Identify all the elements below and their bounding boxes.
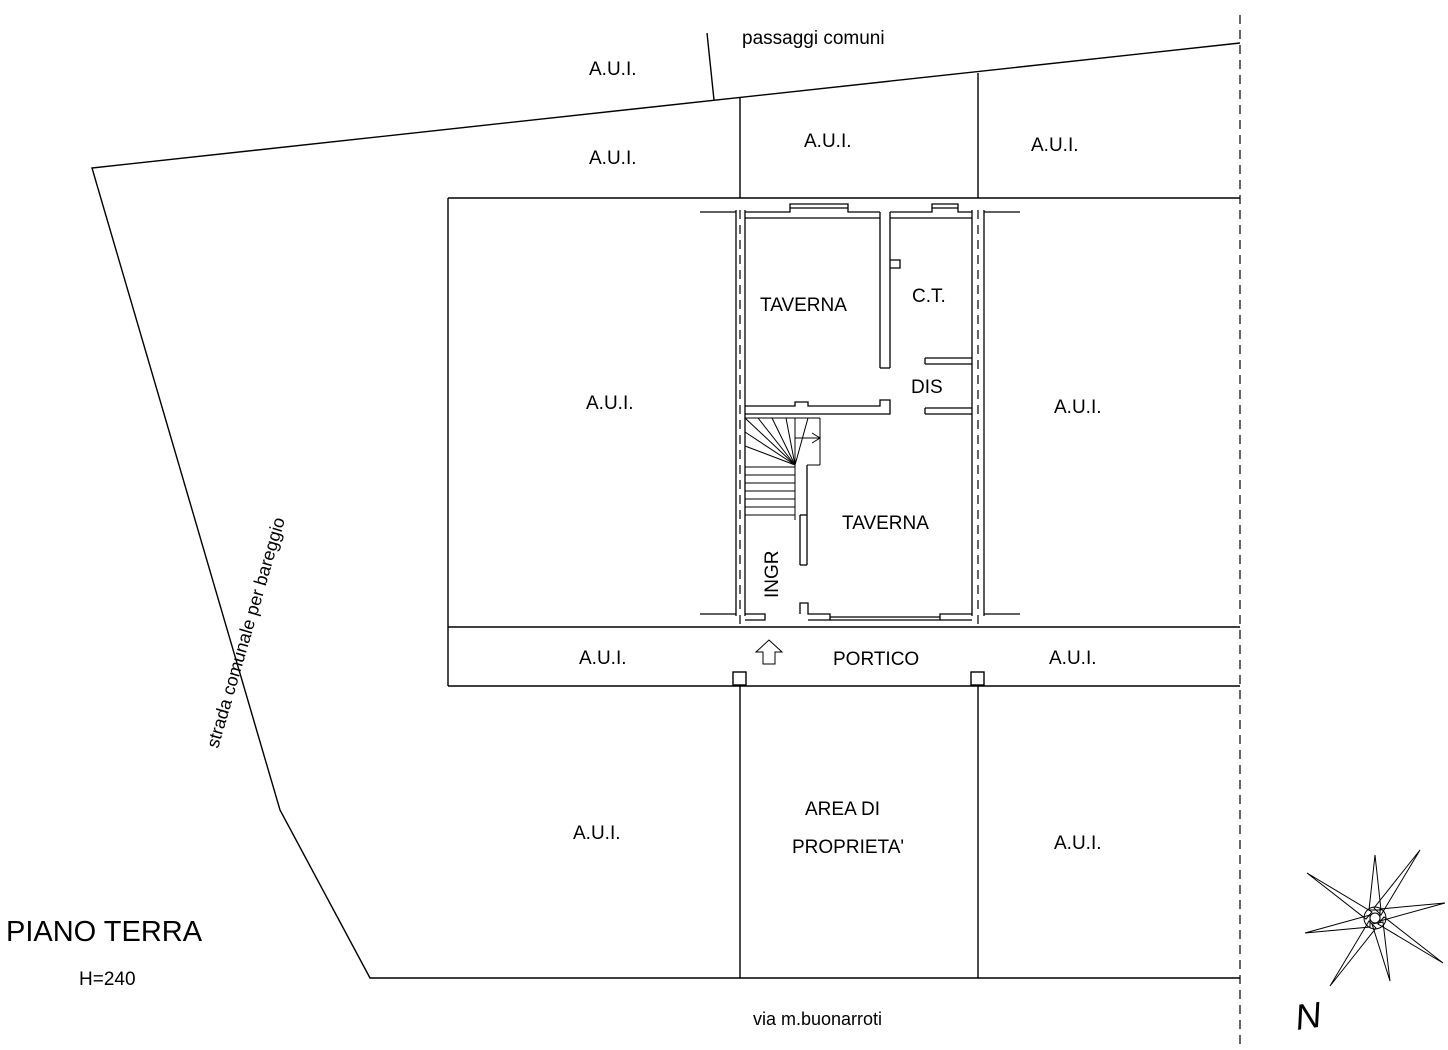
label-via: via m.buonarroti: [753, 1009, 882, 1029]
compass-rose-icon: [1304, 849, 1446, 987]
label-aui: A.U.I.: [1054, 833, 1102, 854]
label-aui: A.U.I.: [589, 148, 637, 169]
label-passaggi-comuni: passaggi comuni: [742, 28, 885, 49]
label-area-line1: AREA DI: [805, 799, 880, 820]
label-aui: A.U.I.: [586, 393, 634, 414]
pillars: [732, 671, 985, 686]
labels: passaggi comuni A.U.I. A.U.I. A.U.I. A.U…: [6, 28, 1325, 1038]
entrance-arrow-icon: [754, 639, 784, 665]
label-aui: A.U.I.: [579, 648, 627, 669]
label-aui: A.U.I.: [1031, 135, 1079, 156]
label-aui: A.U.I.: [804, 131, 852, 152]
label-taverna: TAVERNA: [842, 513, 929, 534]
label-aui: A.U.I.: [1054, 397, 1102, 418]
staircase: [744, 417, 821, 520]
label-aui: A.U.I.: [1049, 648, 1097, 669]
interior-walls: [745, 203, 972, 621]
label-ct: C.T.: [912, 286, 946, 307]
label-aui: A.U.I.: [573, 823, 621, 844]
label-portico: PORTICO: [833, 649, 919, 670]
page-title: PIANO TERRA: [6, 916, 203, 948]
label-aui: A.U.I.: [589, 59, 637, 80]
label-ingr: INGR: [762, 551, 783, 599]
north-label: N: [1292, 994, 1324, 1038]
building-outline: [447, 197, 1240, 978]
label-strada: strada comunale per bareggio: [203, 515, 289, 750]
site-boundary: [91, 15, 1241, 1045]
label-area-line2: PROPRIETA': [792, 837, 904, 858]
party-walls: [700, 210, 1020, 627]
label-height: H=240: [79, 969, 136, 990]
label-taverna: TAVERNA: [760, 295, 847, 316]
label-dis: DIS: [911, 377, 943, 398]
